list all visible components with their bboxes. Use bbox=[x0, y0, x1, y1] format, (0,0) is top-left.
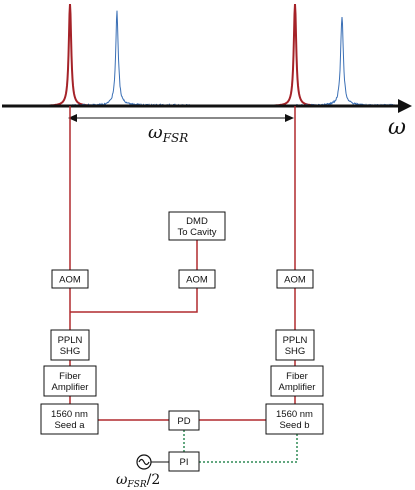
aom-right-box-label-1: AOM bbox=[284, 275, 306, 286]
dmd-box-label-2: To Cavity bbox=[177, 227, 216, 238]
aom-right-box: AOM bbox=[276, 269, 314, 289]
dmd-box-label-1: DMD bbox=[186, 216, 208, 227]
seed-b-box-label-1: 1560 nm bbox=[276, 409, 313, 420]
aom-middle-box: AOM bbox=[178, 269, 216, 289]
aom-middle-box-label-1: AOM bbox=[186, 275, 208, 286]
frequency-axis: ω bbox=[2, 99, 412, 140]
fiber-amplifier-right-box-label-1: Fiber bbox=[286, 371, 308, 382]
source-frequency-label: ωFSR/2 bbox=[116, 472, 160, 490]
ppln-shg-left-box-label-1: PPLN bbox=[58, 335, 83, 346]
aom-left-box-label-1: AOM bbox=[59, 275, 81, 286]
spectrum-peaks bbox=[30, 3, 396, 108]
green-feedback bbox=[183, 430, 298, 463]
fiber-amplifier-left-box-label-2: Amplifier bbox=[52, 382, 89, 393]
axis-arrowhead bbox=[398, 99, 412, 113]
fiber-amplifier-right-box-label-2: Amplifier bbox=[279, 382, 316, 393]
sine-source: ωFSR/2 bbox=[116, 454, 169, 490]
fsr-label: ωFSR bbox=[148, 122, 188, 145]
seed-a-box-label-2: Seed a bbox=[54, 420, 85, 431]
red-connections bbox=[69, 106, 296, 421]
aom-left-box: AOM bbox=[51, 269, 89, 289]
red-peak-right bbox=[255, 3, 335, 107]
omega-axis-label: ω bbox=[388, 115, 406, 140]
seed-a-box-label-1: 1560 nm bbox=[51, 409, 88, 420]
photodiode-box: PD bbox=[168, 410, 200, 431]
ppln-shg-left-box-label-2: SHG bbox=[60, 346, 81, 357]
pi-controller-box: PI bbox=[168, 451, 200, 472]
photodiode-box-label-1: PD bbox=[177, 416, 190, 427]
seed-b-box-label-2: Seed b bbox=[279, 420, 309, 431]
fiber-amplifier-left-box-label-1: Fiber bbox=[59, 371, 81, 382]
fsr-arrow: ωFSR bbox=[68, 114, 294, 145]
red-peak-left bbox=[30, 3, 110, 107]
ppln-shg-right-box-label-2: SHG bbox=[285, 346, 306, 357]
blue-peak-left bbox=[71, 10, 191, 108]
pi-controller-box-label-1: PI bbox=[180, 457, 189, 468]
ppln-shg-right-box-label-1: PPLN bbox=[283, 335, 308, 346]
blue-peak-right bbox=[295, 16, 396, 107]
